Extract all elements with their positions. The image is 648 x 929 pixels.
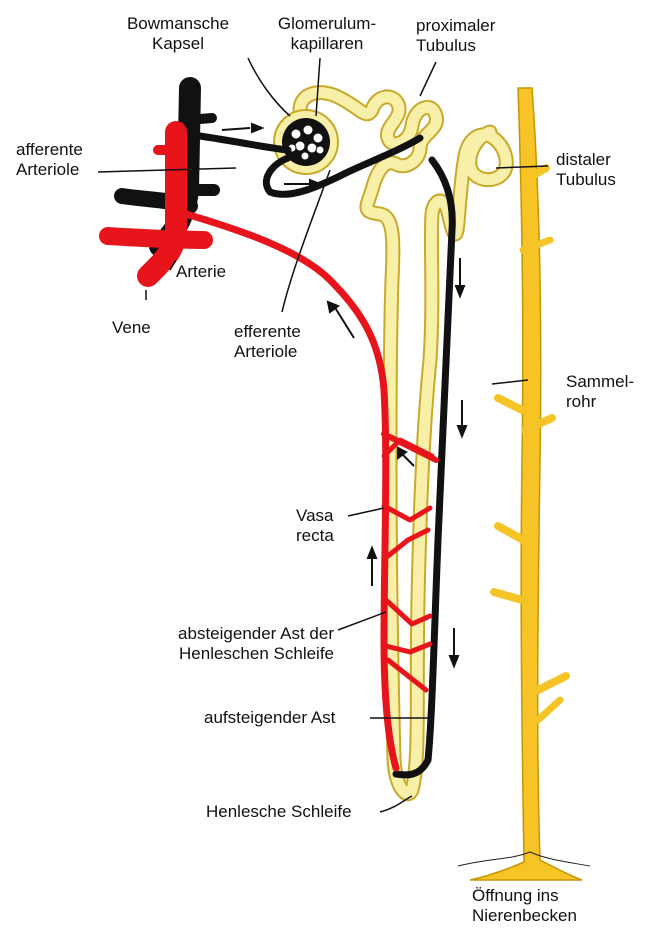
label-line: proximaler: [416, 16, 495, 36]
label-line: efferente: [234, 322, 301, 342]
label-line: Öffnung ins: [472, 886, 577, 906]
label-line: Vasa: [296, 506, 334, 526]
label-line: Tubulus: [416, 36, 495, 56]
label-henlesche-schleife: Henlesche Schleife: [206, 802, 352, 822]
label-bowmansche-kapsel: Bowmansche Kapsel: [118, 14, 238, 54]
label-line: Henleschen Schleife: [120, 644, 334, 664]
collecting-duct: [458, 88, 590, 880]
label-aufsteigender-ast: aufsteigender Ast: [204, 708, 335, 728]
label-line: Arteriole: [234, 342, 301, 362]
bowman-capsule: [274, 110, 338, 174]
label-arterie: Arterie: [176, 262, 226, 282]
label-proximaler-tubulus: proximaler Tubulus: [416, 16, 495, 56]
label-line: kapillaren: [266, 34, 388, 54]
label-oeffnung: Öffnung ins Nierenbecken: [472, 886, 577, 926]
label-line: afferente: [16, 140, 83, 160]
label-distaler-tubulus: distaler Tubulus: [556, 150, 616, 190]
label-line: Bowmansche: [118, 14, 238, 34]
label-line: absteigender Ast der: [120, 624, 334, 644]
label-vene: Vene: [112, 318, 151, 338]
label-absteigender-ast: absteigender Ast der Henleschen Schleife: [120, 624, 334, 664]
label-line: Glomerulum-: [266, 14, 388, 34]
label-line: Arteriole: [16, 160, 83, 180]
label-line: recta: [296, 526, 334, 546]
label-glomerulum: Glomerulum- kapillaren: [266, 14, 388, 54]
label-sammelrohr: Sammel- rohr: [566, 372, 634, 412]
label-line: Tubulus: [556, 170, 616, 190]
label-line: Nierenbecken: [472, 906, 577, 926]
label-line: Sammel-: [566, 372, 634, 392]
label-line: Kapsel: [118, 34, 238, 54]
label-line: rohr: [566, 392, 634, 412]
label-line: distaler: [556, 150, 616, 170]
label-vasa-recta: Vasa recta: [296, 506, 334, 546]
label-efferente-arteriole: efferente Arteriole: [234, 322, 301, 362]
label-afferente-arteriole: afferente Arteriole: [16, 140, 83, 180]
